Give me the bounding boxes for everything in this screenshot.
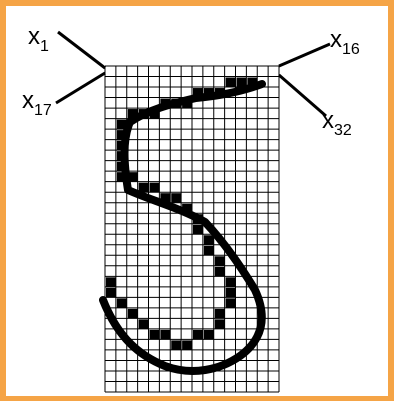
filled-pixel-cell [214, 88, 225, 98]
filled-pixel-cell [225, 298, 236, 308]
filled-pixel-cell [203, 329, 214, 340]
filled-pixel-cell [127, 172, 138, 182]
filled-pixel-cell [160, 193, 171, 203]
filled-pixel-cell [203, 245, 214, 256]
filled-pixel-cell [225, 287, 236, 298]
filled-pixel-cell [127, 308, 138, 319]
label-x16: x16 [330, 26, 360, 58]
filled-pixel-cell [116, 161, 127, 172]
label-x1: x1 [28, 23, 49, 55]
pointer-x1 [57, 30, 106, 70]
filled-pixel-cell [225, 77, 236, 88]
pointer-x32 [278, 73, 327, 118]
filled-pixel-cell [182, 98, 192, 109]
filled-pixel-cell [214, 308, 225, 319]
pointer-lines [55, 30, 331, 118]
label-x17: x17 [22, 87, 52, 119]
pointer-x17 [55, 71, 106, 105]
filled-pixel-cell [171, 98, 182, 109]
filled-pixel-cell [160, 98, 171, 109]
filled-pixel-cell [116, 172, 127, 182]
pointer-x16 [278, 42, 331, 68]
filled-pixel-cell [116, 151, 127, 161]
filled-pixel-cell [116, 298, 127, 308]
label-x32: x32 [322, 107, 352, 139]
filled-pixel-cell [214, 266, 225, 277]
filled-pixel-cell [203, 88, 214, 98]
filled-pixel-cell [171, 193, 182, 203]
filled-pixel-cell [149, 109, 160, 119]
filled-pixel-cell [182, 203, 192, 214]
handwritten-digit-5 [99, 77, 266, 375]
filled-pixel-cell [160, 329, 171, 340]
filled-pixel-cell [138, 319, 149, 329]
filled-pixel-cell [138, 109, 149, 119]
filled-pixel-cell [193, 88, 203, 98]
filled-pixel-cell [193, 214, 203, 224]
filled-pixel-cell [106, 277, 116, 287]
filled-pixel-cell [138, 182, 149, 193]
filled-pixel-cell [106, 287, 116, 298]
filled-pixel-cell [193, 329, 203, 340]
filled-pixel-cell [116, 140, 127, 151]
filled-pixel-cell [149, 182, 160, 193]
filled-pixel-cell [116, 119, 127, 130]
filled-pixel-cell [203, 235, 214, 245]
filled-pixel-cell [116, 130, 127, 140]
filled-pixel-cell [127, 109, 138, 119]
filled-pixel-cell [171, 340, 182, 350]
filled-pixel-cell [236, 77, 247, 88]
filled-pixel-cell [149, 329, 160, 340]
filled-pixel-cell [247, 77, 258, 88]
filled-pixel-cell [214, 256, 225, 266]
filled-pixel-cell [182, 340, 192, 350]
filled-pixel-cell [225, 277, 236, 287]
filled-pixel-cell [214, 319, 225, 329]
filled-pixel-cell [193, 224, 203, 235]
